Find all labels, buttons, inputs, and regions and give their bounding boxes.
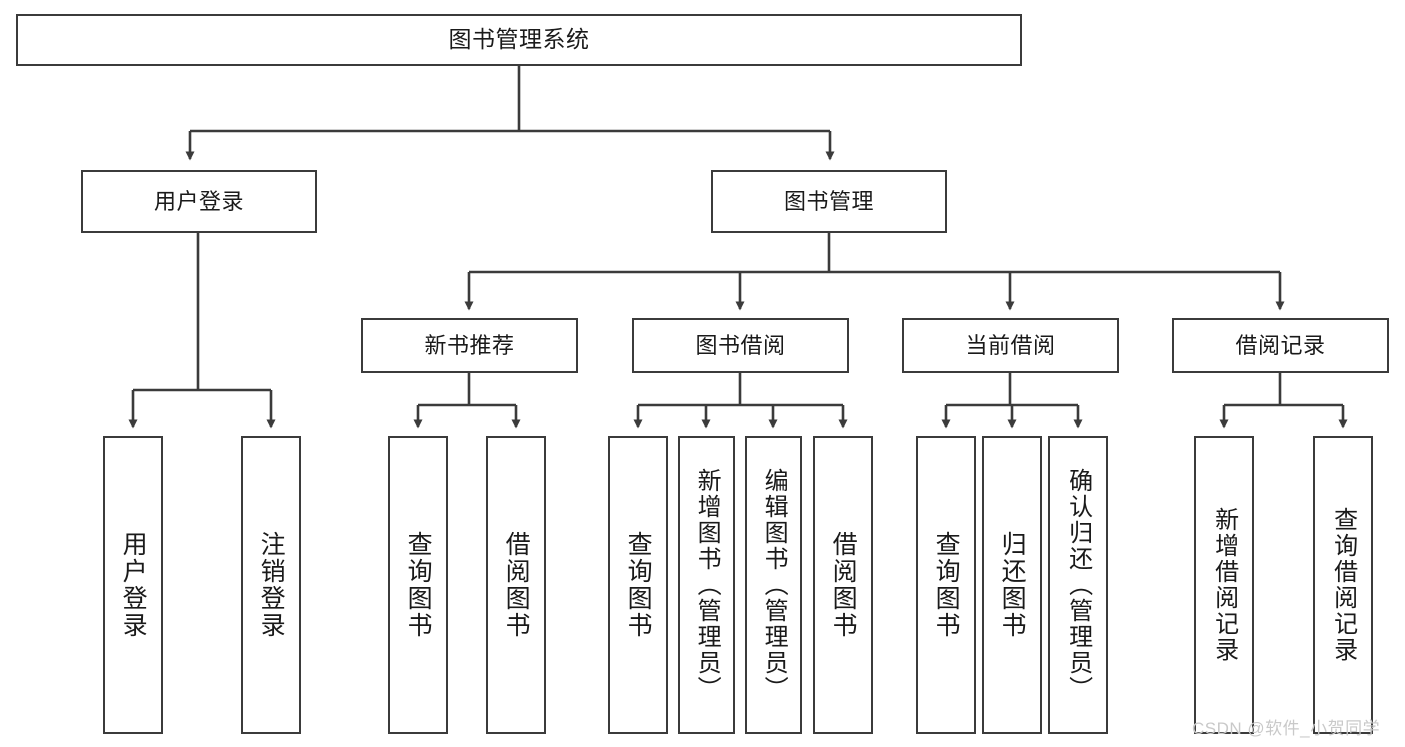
node-label: 新增借阅记录 xyxy=(1210,507,1238,663)
node-label: 查询图书 xyxy=(404,531,433,639)
node-leaf-user-login[interactable]: 用户登录 xyxy=(103,436,163,734)
node-label: 借阅记录 xyxy=(1235,332,1326,358)
node-label: 图书借阅 xyxy=(695,332,786,358)
node-book-borrow[interactable]: 图书借阅 xyxy=(632,318,849,373)
node-leaf-return-book[interactable]: 归还图书 xyxy=(982,436,1042,734)
node-label: 借阅图书 xyxy=(829,531,858,639)
node-leaf-user-logout[interactable]: 注销登录 xyxy=(241,436,301,734)
node-leaf-query-borrow-record[interactable]: 查询借阅记录 xyxy=(1313,436,1373,734)
node-leaf-add-borrow-record[interactable]: 新增借阅记录 xyxy=(1194,436,1254,734)
node-leaf-confirm-return[interactable]: 确认归还（管理员） xyxy=(1048,436,1108,734)
node-label: 归还图书 xyxy=(998,531,1027,639)
node-label: 新书推荐 xyxy=(424,332,515,358)
node-label: 图书管理系统 xyxy=(448,26,590,53)
node-user-login[interactable]: 用户登录 xyxy=(81,170,317,233)
node-leaf-query-book-current[interactable]: 查询图书 xyxy=(916,436,976,734)
node-label: 图书管理 xyxy=(783,188,874,214)
node-label: 确认归还（管理员） xyxy=(1064,468,1092,702)
node-current-borrow[interactable]: 当前借阅 xyxy=(902,318,1119,373)
node-label: 新增图书（管理员） xyxy=(693,468,721,702)
node-label: 注销登录 xyxy=(257,531,286,639)
csdn-watermark: CSDN @软件_小贺同学 xyxy=(1192,719,1381,738)
node-leaf-add-book[interactable]: 新增图书（管理员） xyxy=(678,436,735,734)
node-label: 借阅图书 xyxy=(502,531,531,639)
node-borrow-record[interactable]: 借阅记录 xyxy=(1172,318,1389,373)
node-book-management[interactable]: 图书管理 xyxy=(711,170,947,233)
node-leaf-borrow-book[interactable]: 借阅图书 xyxy=(813,436,873,734)
node-label: 当前借阅 xyxy=(965,332,1056,358)
node-leaf-borrow-book-recommend[interactable]: 借阅图书 xyxy=(486,436,546,734)
node-leaf-query-book-borrow[interactable]: 查询图书 xyxy=(608,436,668,734)
node-label: 用户登录 xyxy=(153,188,244,214)
node-leaf-query-book-recommend[interactable]: 查询图书 xyxy=(388,436,448,734)
node-leaf-edit-book[interactable]: 编辑图书（管理员） xyxy=(745,436,802,734)
node-label: 查询图书 xyxy=(932,531,961,639)
node-label: 查询图书 xyxy=(624,531,653,639)
node-label: 查询借阅记录 xyxy=(1329,507,1357,663)
node-new-book-recommend[interactable]: 新书推荐 xyxy=(361,318,578,373)
node-root-book-management-system[interactable]: 图书管理系统 xyxy=(16,14,1022,66)
node-label: 编辑图书（管理员） xyxy=(760,468,788,702)
node-label: 用户登录 xyxy=(119,531,148,639)
